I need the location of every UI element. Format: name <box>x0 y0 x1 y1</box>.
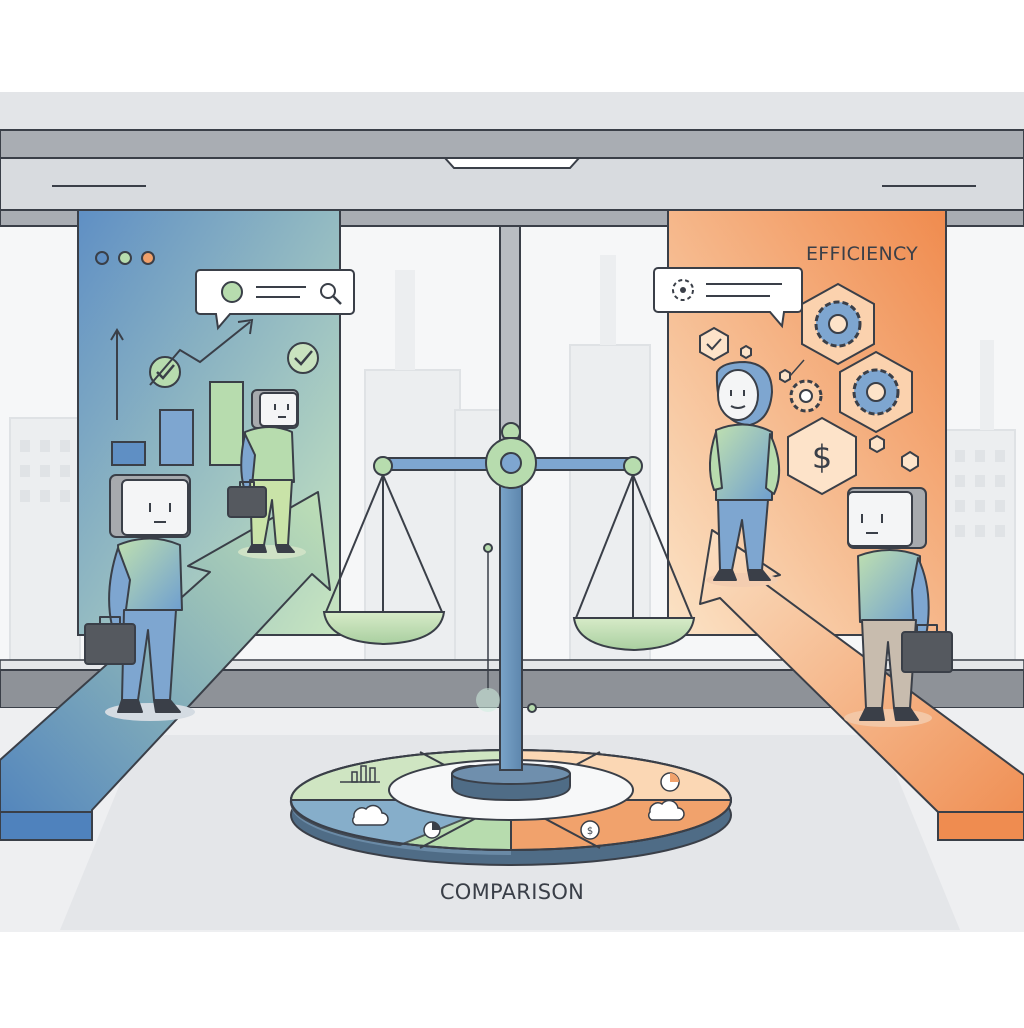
pie-chart-icon <box>423 821 441 839</box>
top-rail <box>0 129 1024 159</box>
settings-bubble <box>653 267 803 329</box>
window-dots-icon <box>95 251 155 265</box>
briefcase-icon <box>901 624 953 673</box>
ceiling-beam <box>0 92 1024 132</box>
settings-icon <box>672 279 694 301</box>
balance-scale <box>322 422 696 802</box>
svg-text:$: $ <box>587 826 593 837</box>
cloud-icon <box>352 804 389 826</box>
person-left-back <box>227 389 306 559</box>
cloud-icon <box>648 799 685 821</box>
building-windows <box>20 440 1005 537</box>
comparison-label: COMPARISON <box>439 880 585 904</box>
search-bubble <box>195 269 355 331</box>
checkmark-icon <box>699 326 729 362</box>
glow-sparkle <box>476 688 500 712</box>
small-hexagons <box>740 344 919 473</box>
gear-icon <box>839 350 913 434</box>
search-icon <box>320 283 342 305</box>
bar-chart-icon <box>111 381 244 466</box>
platform <box>289 748 733 866</box>
dollar-icon: $ <box>787 416 857 496</box>
checkmark-icon <box>149 356 181 388</box>
gear-icon <box>801 282 875 366</box>
pie-chart-icon <box>660 772 680 792</box>
checkmark-icon <box>287 342 319 374</box>
rising-trend-icon <box>110 318 254 420</box>
person-right-back <box>706 361 781 587</box>
briefcase-icon <box>84 616 136 665</box>
person-left-front <box>84 474 195 721</box>
svg-text:$: $ <box>812 438 832 476</box>
gear-icon <box>789 379 823 413</box>
briefcase-icon <box>227 481 267 518</box>
bar-chart-icon <box>340 765 380 783</box>
person-right-front <box>844 487 953 727</box>
efficiency-label: EFFICIENCY <box>806 243 919 265</box>
coin-icon: $ <box>580 820 600 840</box>
